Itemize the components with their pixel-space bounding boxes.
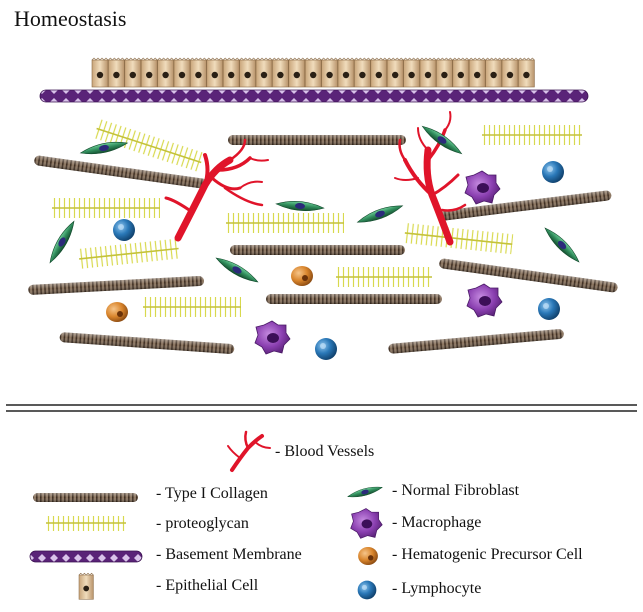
epithelial-cell xyxy=(501,57,519,88)
epithelial-cell xyxy=(189,57,207,88)
blood-vessels xyxy=(164,111,467,246)
diagram-title: Homeostasis xyxy=(14,6,127,31)
epithelial-cell xyxy=(419,57,437,88)
epithelial-cell xyxy=(271,57,289,88)
epithelial-cell xyxy=(255,57,273,88)
macrophage-legend-icon xyxy=(350,508,383,539)
epithelial-cell xyxy=(140,57,158,88)
legend-label-proteoglycan: - proteoglycan xyxy=(156,515,249,532)
epithelial-cell xyxy=(485,57,503,88)
epithelial-cell xyxy=(386,57,404,88)
blood-vessel-right xyxy=(394,111,467,246)
epithelial-cell xyxy=(435,57,453,88)
proteoglycans xyxy=(52,118,582,318)
blood-vessel-legend-icon xyxy=(227,430,271,472)
fibroblast-legend-icon xyxy=(346,483,384,501)
epithelial-cell xyxy=(124,57,142,88)
epithelial-cell xyxy=(321,57,339,88)
epithelial-cell xyxy=(304,57,322,88)
legend-label-collagen: - Type I Collagen xyxy=(156,485,268,502)
epithelial-cell xyxy=(370,57,388,88)
basement-membrane-legend-icon xyxy=(29,550,143,563)
legend-label-basement-membrane: - Basement Membrane xyxy=(156,546,302,563)
legend-icons xyxy=(29,430,384,600)
epithelial-cell xyxy=(517,57,535,88)
epithelial-cell xyxy=(452,57,470,88)
epithelial-cell xyxy=(403,57,421,88)
legend-label-macrophage: - Macrophage xyxy=(392,514,482,531)
legend-label-fibroblast: - Normal Fibroblast xyxy=(392,482,520,499)
epithelial-cell xyxy=(157,57,175,88)
legend-label-lymphocyte: - Lymphocyte xyxy=(392,580,482,597)
legend-label-epithelial-cell: - Epithelial Cell xyxy=(156,577,259,594)
collagen-fibers xyxy=(28,135,618,354)
collagen-legend-icon xyxy=(33,493,138,502)
epithelial-cell xyxy=(91,57,109,88)
epithelial-layer xyxy=(91,57,535,88)
lymphocyte-legend-icon xyxy=(357,580,377,600)
blood-vessel-left xyxy=(164,138,269,242)
legend-label-blood-vessels: - Blood Vessels xyxy=(275,443,375,460)
epithelial-cell xyxy=(353,57,371,88)
epithelial-cell xyxy=(468,57,486,88)
epithelial-cell xyxy=(206,57,224,88)
epithelial-cell-legend-icon xyxy=(78,572,94,600)
epithelial-cell xyxy=(337,57,355,88)
epithelial-cell xyxy=(239,57,257,88)
legend-label-hematogenic: - Hematogenic Precursor Cell xyxy=(392,546,583,563)
hematogenic-legend-icon xyxy=(358,547,378,565)
epithelial-cell xyxy=(222,57,240,88)
epithelial-cell xyxy=(173,57,191,88)
proteoglycan-legend-icon xyxy=(46,515,126,531)
epithelial-cell xyxy=(107,57,125,88)
basement-membrane xyxy=(39,89,589,103)
epithelial-cell xyxy=(288,57,306,88)
